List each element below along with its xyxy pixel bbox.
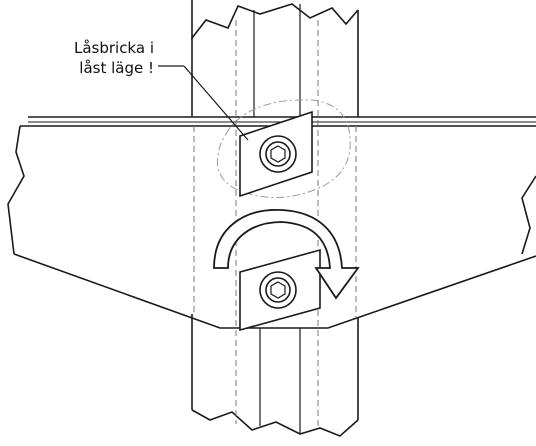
- callout-line-2: låst läge !: [79, 59, 154, 77]
- beam-right-break: [521, 175, 536, 255]
- post-bottom-break: [191, 409, 359, 437]
- beam-left-break: [7, 125, 25, 255]
- post-top-break: [191, 0, 359, 41]
- hex-socket-bolt-icon: [259, 135, 297, 173]
- hex-socket-bolt-icon: [259, 271, 297, 309]
- rotation-arrow-icon: [213, 209, 360, 300]
- callout-label: Låsbricka i låst läge !: [0, 38, 154, 78]
- rotation-arrow-path: [213, 209, 360, 300]
- lower-locking-washer: [239, 248, 321, 332]
- upper-locking-washer: [239, 110, 313, 198]
- beam-lower-left-edge: [13, 253, 232, 329]
- callout-leader: [158, 65, 249, 141]
- beam-lower-right-edge: [232, 255, 536, 329]
- vertical-post: [191, 0, 359, 437]
- callout-line-1: Låsbricka i: [73, 39, 154, 57]
- hidden-lines: [193, 20, 357, 430]
- detail-highlight-outline: [216, 99, 351, 198]
- leader-diagonal: [183, 65, 249, 141]
